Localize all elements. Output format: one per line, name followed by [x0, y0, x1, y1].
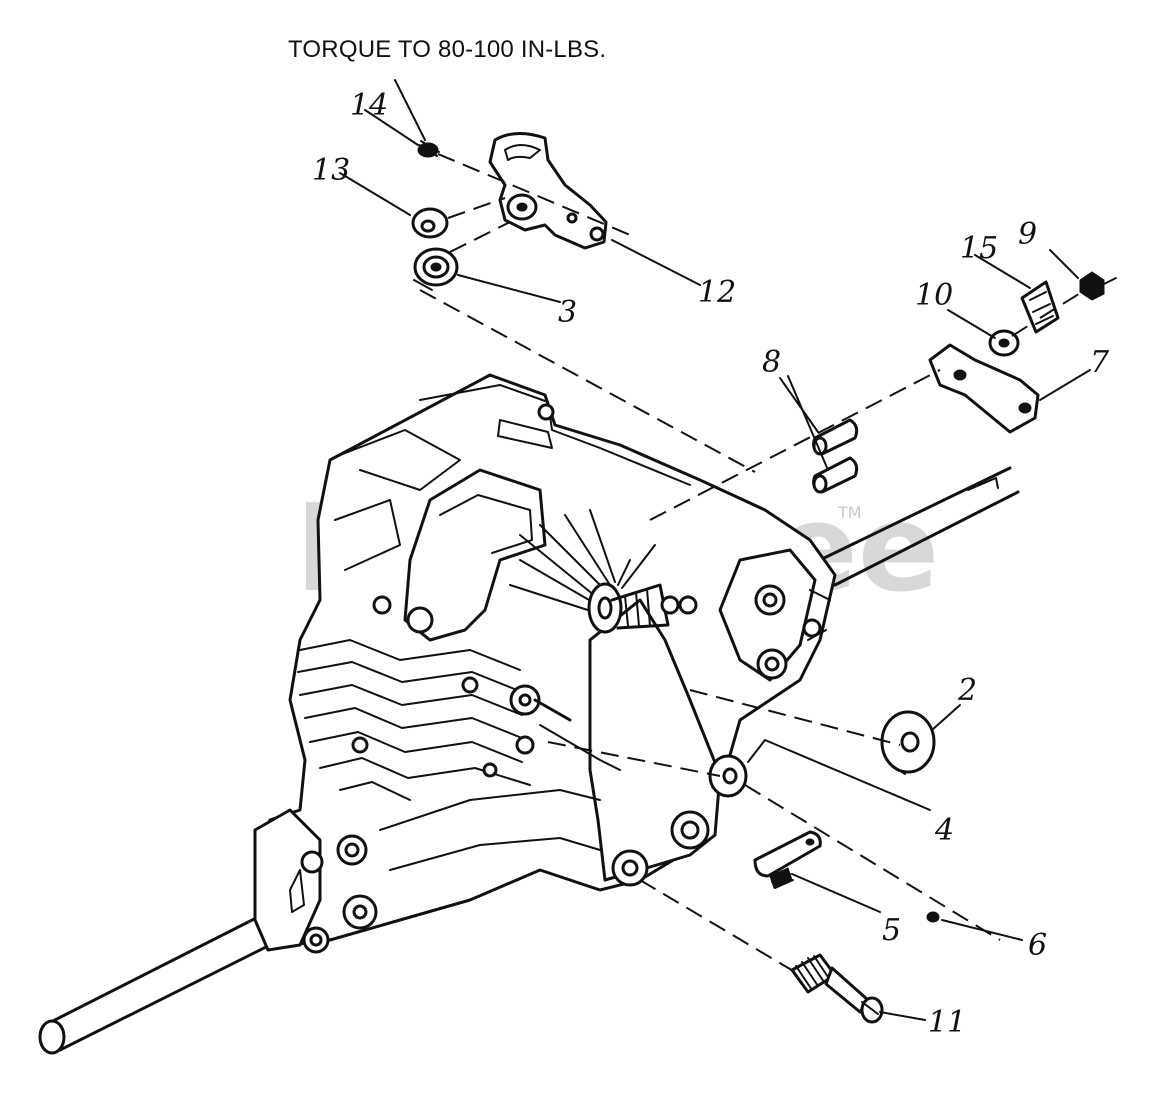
- callout-15: 15: [960, 231, 998, 266]
- part-14-screw: [417, 140, 440, 158]
- part-7-bracket: [928, 343, 1040, 434]
- callout-4: 4: [934, 813, 954, 848]
- part-5-plate: [753, 830, 822, 889]
- callout-6: 6: [1028, 928, 1047, 963]
- part-11-shaft: [790, 953, 884, 1024]
- callout-9: 9: [1018, 217, 1037, 252]
- callout-13: 13: [312, 153, 350, 188]
- part-15-lock-plate: [1020, 280, 1060, 334]
- callout-5: 5: [882, 913, 901, 948]
- torque-note: TORQUE TO 80-100 IN-LBS.: [288, 36, 607, 63]
- part-9-nut: [1079, 271, 1117, 301]
- leader-lines: [339, 79, 1091, 1021]
- part-4-spacer: [708, 754, 748, 798]
- assembly-lines: [419, 153, 1083, 976]
- callout-12: 12: [698, 275, 736, 310]
- callout-7: 7: [1090, 345, 1110, 380]
- transaxle-housing: [38, 373, 1020, 1055]
- part-10-washer: [988, 329, 1020, 357]
- part-3-spring-washer: [413, 247, 459, 291]
- callout-2: 2: [957, 673, 977, 708]
- callout-numbers: 14 13 3 12 15 9 10 8 7 2 4 5 6 11: [312, 88, 1110, 1040]
- callout-10: 10: [915, 278, 953, 313]
- callout-8: 8: [762, 345, 781, 380]
- callout-3: 3: [558, 295, 577, 330]
- watermark-tm: TM: [837, 503, 862, 522]
- callout-11: 11: [928, 1005, 966, 1040]
- part-12-lever-arm: [488, 132, 608, 250]
- callout-14: 14: [350, 88, 388, 123]
- part-2-large-washer: [880, 710, 936, 775]
- part-6-ball: [926, 911, 940, 923]
- part-8-pins: [812, 418, 859, 494]
- part-13-washer: [411, 207, 449, 239]
